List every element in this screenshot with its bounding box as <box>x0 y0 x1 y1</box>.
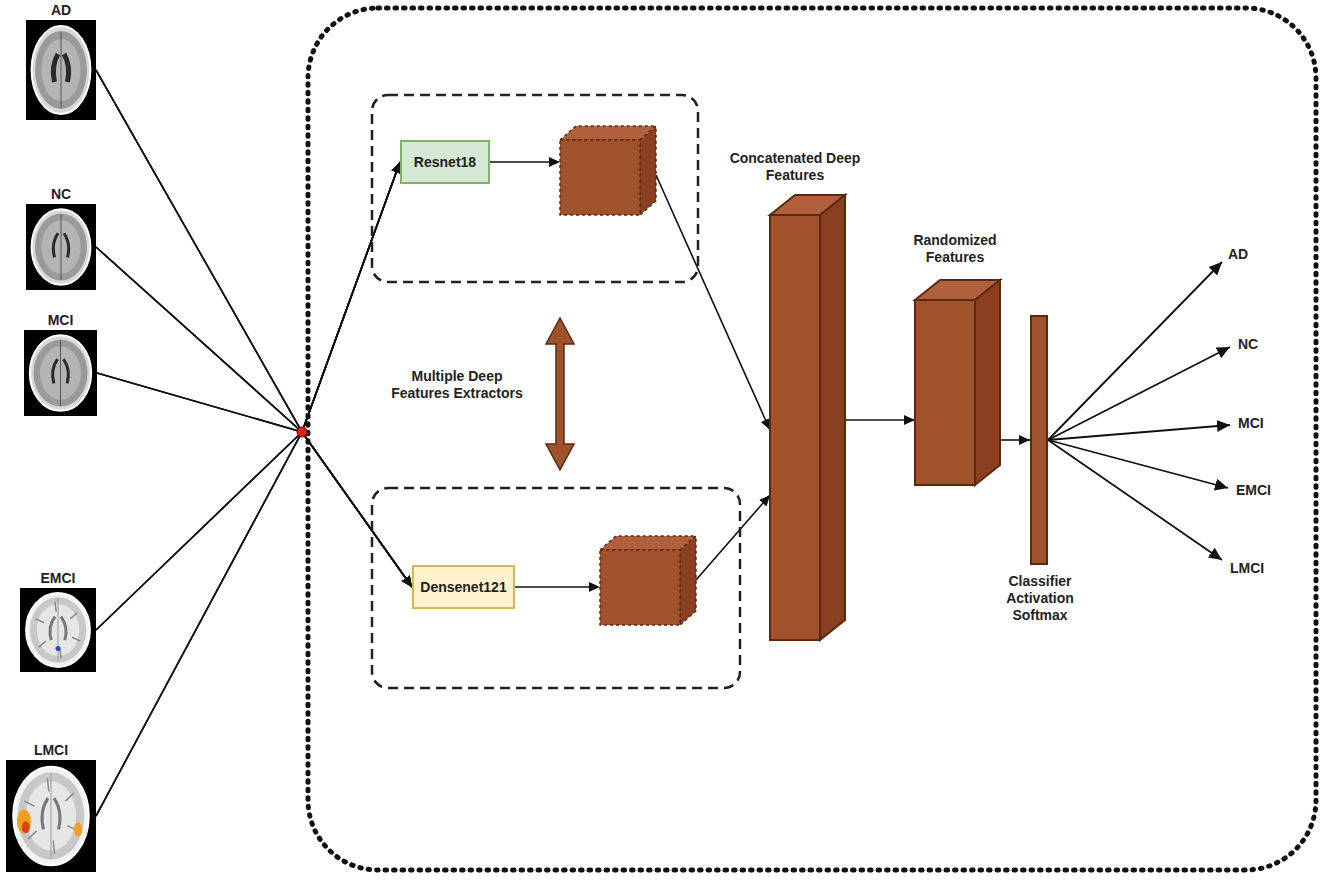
output-class: NC <box>1238 336 1258 353</box>
mri-scan <box>20 588 96 672</box>
block-caption: Classifier Activation Softmax <box>985 573 1095 624</box>
output-class: MCI <box>1238 415 1264 432</box>
feature-prism <box>890 232 1020 487</box>
class-label: MCI <box>24 312 97 329</box>
class-label: LMCI <box>6 742 96 759</box>
connector-arrow <box>96 70 412 587</box>
feature-block: Concatenated Deep Features <box>705 150 885 642</box>
connector-arrow <box>97 373 412 587</box>
extractor-box: Resnet18 <box>400 140 490 184</box>
mri-scan <box>6 760 96 872</box>
mri-image: AD <box>26 2 96 120</box>
mri-brain <box>26 593 90 667</box>
mri-brain <box>32 26 91 114</box>
block-heading: Randomized Features <box>890 232 1020 266</box>
group-caption: Multiple Deep Features Extractors <box>382 368 532 402</box>
model-name: Resnet18 <box>414 154 476 171</box>
output-class: LMCI <box>1230 560 1264 577</box>
outer-frame <box>308 8 1316 870</box>
model-name: Densenet121 <box>420 579 506 596</box>
connector-arrow <box>96 162 400 816</box>
connector-arrow <box>97 162 400 432</box>
connector-arrow <box>96 432 412 816</box>
feature-cube <box>600 536 696 625</box>
mri-brain <box>32 209 91 285</box>
output-class: EMCI <box>1236 482 1271 499</box>
block-heading: Concatenated Deep Features <box>705 150 885 184</box>
softmax-bar <box>1030 315 1048 565</box>
class-label: NC <box>26 186 96 203</box>
connector-arrow <box>96 162 400 630</box>
double-arrow <box>546 318 574 470</box>
connector-arrow <box>96 70 400 432</box>
class-label: EMCI <box>20 570 96 587</box>
connector-arrow <box>96 247 412 587</box>
connector-arrow <box>845 419 915 421</box>
mri-image: NC <box>26 186 96 290</box>
mri-image: EMCI <box>20 570 96 672</box>
mri-scan <box>24 330 97 416</box>
classifier-bar: Classifier Activation Softmax <box>985 315 1095 624</box>
connector-arrow <box>96 162 400 432</box>
feature-prism <box>705 150 885 642</box>
arrow-head <box>589 582 600 592</box>
mri-scan <box>26 20 96 120</box>
mri-image: LMCI <box>6 742 96 872</box>
output-class: AD <box>1228 246 1248 263</box>
mri-brain <box>13 767 89 866</box>
arrow-head <box>549 157 560 167</box>
connector-arrow <box>1000 439 1030 441</box>
output-arrows <box>1048 262 1230 560</box>
mri-scan <box>26 204 96 290</box>
connector-arrow <box>96 432 412 630</box>
extractor-box: Densenet121 <box>412 565 515 609</box>
mri-image: MCI <box>24 312 97 416</box>
extractor-group <box>372 95 698 282</box>
class-label: AD <box>26 2 96 19</box>
mri-brain <box>30 335 91 411</box>
feature-block: Randomized Features <box>890 232 1020 487</box>
extractor-group <box>372 488 740 688</box>
junction-dot <box>297 427 307 437</box>
feature-cube <box>560 126 656 215</box>
